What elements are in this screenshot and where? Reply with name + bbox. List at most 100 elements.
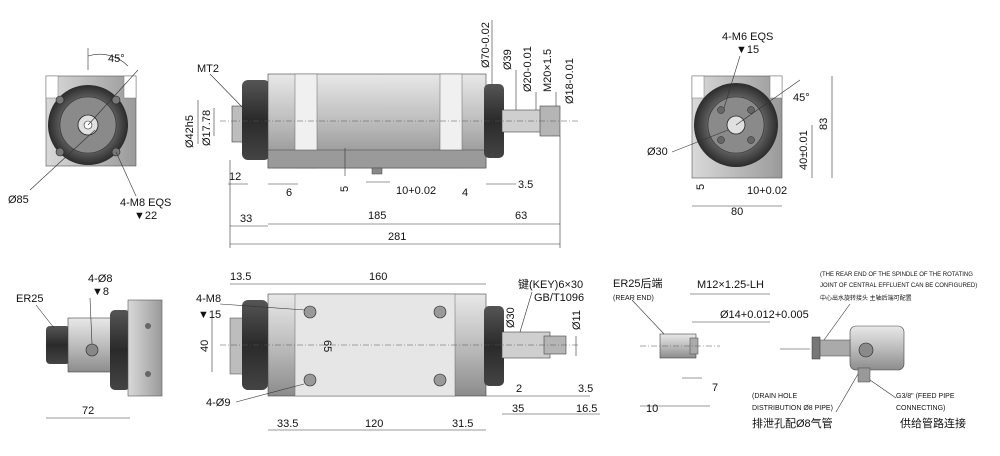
angle-arc bbox=[87, 54, 129, 67]
front-view-right: 4-M6 EQS ▼15 45° Ø30 83 40±0.01 5 10+0.0… bbox=[647, 31, 833, 218]
l10-label: 10+0.02 bbox=[396, 185, 436, 197]
m6-holes-label: 4-M6 EQS bbox=[722, 31, 773, 43]
m8-hole bbox=[303, 305, 317, 319]
bottom-left-view: ER25 4-Ø8 ▼8 72 bbox=[16, 273, 163, 419]
l7-label: 7 bbox=[712, 382, 718, 394]
l6-label: 6 bbox=[286, 187, 292, 199]
key-slot bbox=[371, 167, 383, 175]
block-notch bbox=[691, 75, 705, 99]
rear-leader bbox=[631, 299, 665, 335]
l12-label: 12 bbox=[229, 171, 241, 183]
er25-collet bbox=[46, 326, 70, 364]
rear-cap bbox=[484, 306, 504, 386]
er25-label: ER25 bbox=[16, 293, 44, 305]
d14-label: Ø14+0.012+0.005 bbox=[720, 309, 809, 321]
feed-en-1: G3/8" (FEED PIPE bbox=[896, 393, 955, 400]
m6-leader bbox=[723, 55, 741, 109]
m8-leader bbox=[219, 303, 306, 311]
taper-nose bbox=[229, 317, 245, 375]
thread-label: M12×1.25-LH bbox=[697, 279, 764, 291]
rear-end-detail: ER25后端 (REAR END) M12×1.25-LH Ø14+0.012+… bbox=[613, 277, 809, 415]
angle-line bbox=[735, 79, 801, 126]
taper-leader bbox=[209, 73, 246, 111]
note-en-2: JOINT OF CENTRAL EFFLUENT CAN BE CONFIGU… bbox=[820, 283, 977, 289]
l33-label: 33 bbox=[240, 213, 252, 225]
l2-label: 2 bbox=[516, 383, 522, 395]
m6-hole bbox=[747, 106, 755, 114]
key-std-label: GB/T1096 bbox=[534, 292, 584, 304]
drain-en-2: DISTRIBUTION Ø8 PIPE) bbox=[752, 405, 833, 412]
l160-label: 160 bbox=[369, 271, 387, 283]
mount-hole bbox=[55, 95, 65, 105]
d30-label: Ø30 bbox=[647, 146, 668, 158]
h40-label: 40 bbox=[199, 340, 211, 352]
l165-label: 16.5 bbox=[576, 403, 597, 415]
key-leader bbox=[519, 291, 533, 333]
joint-stem bbox=[815, 339, 851, 357]
bottom-middle-view: 13.5 160 4-M8 ▼15 40 65 4-Ø9 键(KEY)6×30 … bbox=[196, 271, 600, 431]
m8-hole bbox=[433, 373, 447, 387]
m6-hole bbox=[717, 136, 725, 144]
angle-line bbox=[87, 69, 139, 126]
holes-leader bbox=[115, 151, 137, 197]
taper-label: MT2 bbox=[197, 63, 219, 75]
front-view-left: 45° Ø85 4-M8 EQS ▼22 bbox=[8, 48, 171, 222]
l281-label: 281 bbox=[388, 231, 406, 243]
l35-label: 3.5 bbox=[518, 179, 533, 191]
m6-depth-label: ▼15 bbox=[736, 44, 759, 56]
block-notch bbox=[123, 75, 137, 99]
d11-label: Ø11 bbox=[571, 310, 583, 330]
l335-label: 33.5 bbox=[277, 418, 298, 430]
note-leader bbox=[823, 303, 851, 341]
m8-hole bbox=[433, 305, 447, 319]
dia-label: Ø85 bbox=[8, 194, 29, 206]
d39-label: Ø39 bbox=[502, 49, 514, 70]
feed-leader bbox=[869, 379, 897, 399]
mount-hole bbox=[55, 147, 65, 157]
l63-label: 63 bbox=[515, 210, 527, 222]
angle-label: 45° bbox=[793, 92, 810, 104]
holes9-leader bbox=[235, 383, 305, 403]
d30-label: Ø30 bbox=[505, 307, 517, 328]
drain-en-1: (DRAIN HOLE bbox=[752, 393, 797, 400]
rear-cap bbox=[484, 84, 504, 158]
l35b-label: 35 bbox=[512, 403, 524, 415]
angle-label: 45° bbox=[108, 53, 125, 65]
l5-label: 5 bbox=[695, 184, 707, 190]
d18-label: Ø18-0.01 bbox=[564, 58, 576, 104]
m20-label: M20×1.5 bbox=[542, 49, 554, 92]
key-label: 键(KEY)6×30 bbox=[518, 277, 583, 291]
side-view-top: MT2 Ø42h5 Ø17.78 Ø70-0.02 Ø39 Ø20-0.01 M… bbox=[184, 20, 580, 248]
l185-label: 185 bbox=[368, 210, 386, 222]
m8-label: 4-M8 bbox=[196, 293, 221, 305]
rear-end-label: (REAR END) bbox=[613, 295, 654, 302]
m8-depth-label: ▼15 bbox=[198, 309, 221, 321]
side-hole bbox=[85, 343, 99, 357]
feed-cn: 供给管路连接 bbox=[900, 416, 966, 430]
d20-label: Ø20-0.01 bbox=[522, 46, 534, 92]
l135-label: 13.5 bbox=[230, 271, 251, 283]
er25-leader bbox=[35, 304, 55, 329]
h83-label: 83 bbox=[818, 118, 830, 130]
l5-label: 5 bbox=[339, 186, 351, 192]
l10-label: 10 bbox=[646, 403, 658, 415]
joint-body bbox=[849, 325, 905, 371]
d42-label: Ø42h5 bbox=[184, 115, 196, 148]
holes9-label: 4-Ø9 bbox=[206, 397, 230, 409]
m8-hole bbox=[303, 373, 317, 387]
d70-label: Ø70-0.02 bbox=[480, 22, 492, 68]
block-notch bbox=[769, 75, 783, 99]
note-cn: 中心出水旋转接头 主轴后端可配置 bbox=[820, 294, 912, 302]
drain-leader bbox=[835, 373, 859, 413]
feed-en-2: CONNECTING) bbox=[896, 405, 945, 412]
drain-cn: 排泄孔配Ø8气管 bbox=[752, 416, 833, 430]
holes-depth-label: ▼22 bbox=[134, 210, 157, 222]
mount-hole bbox=[111, 95, 121, 105]
front-cap bbox=[110, 310, 130, 390]
holes-label: 4-Ø8 bbox=[88, 273, 112, 285]
holes-depth-label: ▼8 bbox=[92, 286, 109, 298]
mount-hole bbox=[145, 323, 151, 329]
block-notch bbox=[45, 75, 59, 99]
